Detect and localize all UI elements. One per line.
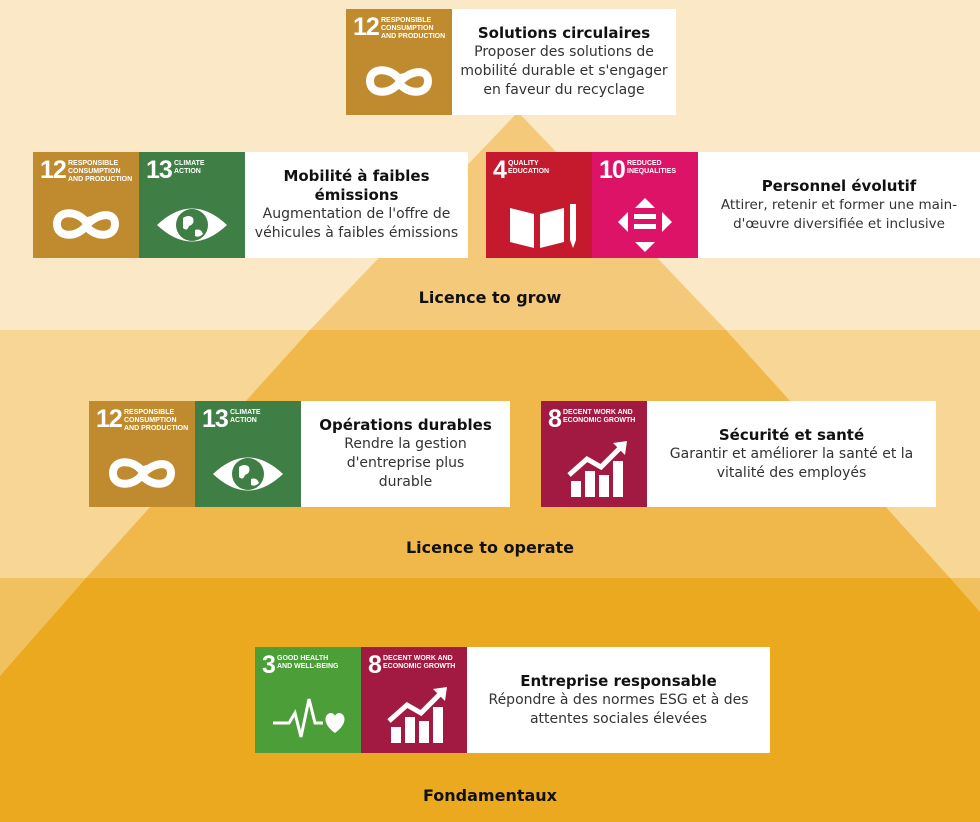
equality-arrows-icon bbox=[618, 198, 672, 252]
sdg-number: 8 bbox=[548, 405, 562, 433]
sdg-number: 13 bbox=[146, 156, 173, 184]
book-icon bbox=[510, 204, 576, 248]
card-title: Sécurité et santé bbox=[718, 425, 865, 444]
level-label-fondamentaux: Fondamentaux bbox=[423, 786, 557, 805]
sdg-number: 10 bbox=[599, 156, 626, 184]
infinity-icon bbox=[365, 66, 433, 96]
sdg-number: 12 bbox=[96, 405, 123, 433]
card-description: Proposer des solutions de mobilité durab… bbox=[460, 44, 668, 98]
card-description: Augmentation de l'offre de véhicules à f… bbox=[254, 206, 459, 241]
sdg-number: 12 bbox=[353, 13, 380, 41]
sdg-caption: RESPONSIBLE CONSUMPTION AND PRODUCTION bbox=[68, 160, 133, 183]
sdg-caption: CLIMATE ACTION bbox=[174, 160, 205, 175]
sdg-caption: GOOD HEALTH AND WELL-BEING bbox=[277, 655, 339, 670]
card-title: Entreprise responsable bbox=[520, 671, 717, 690]
sdg-number: 12 bbox=[40, 156, 67, 184]
card-title: Personnel évolutif bbox=[761, 176, 917, 195]
sdg-caption: DECENT WORK AND ECONOMIC GROWTH bbox=[563, 409, 636, 424]
card-title: Solutions circulaires bbox=[477, 24, 651, 42]
earth-eye-icon bbox=[213, 457, 283, 491]
sdg-caption: RESPONSIBLE CONSUMPTION AND PRODUCTION bbox=[124, 409, 189, 432]
card-description: Rendre la gestion d'entreprise plus dura… bbox=[344, 436, 467, 490]
card-description: Répondre à des normes ESG et à des atten… bbox=[488, 691, 749, 727]
level-label-operate: Licence to operate bbox=[405, 538, 574, 557]
infinity-icon bbox=[108, 458, 176, 488]
sdg-caption: CLIMATE ACTION bbox=[230, 409, 261, 424]
card-description: Attirer, retenir et former une main-d'œu… bbox=[720, 196, 958, 232]
card-title: Opérations durables bbox=[319, 416, 492, 434]
sdg-caption: REDUCED INEQUALITIES bbox=[627, 160, 677, 175]
card-description: Garantir et améliorer la santé et la vit… bbox=[669, 445, 914, 481]
sdg-number: 4 bbox=[493, 156, 507, 184]
earth-eye-icon bbox=[157, 208, 227, 242]
sdg-caption: RESPONSIBLE CONSUMPTION AND PRODUCTION bbox=[381, 17, 446, 40]
sdg-caption: DECENT WORK AND ECONOMIC GROWTH bbox=[383, 655, 456, 670]
card-title: Mobilité à faibles émissions bbox=[283, 167, 430, 204]
sdg-number: 3 bbox=[262, 651, 276, 679]
sdg-caption: QUALITY EDUCATION bbox=[508, 160, 550, 175]
sdg-number: 13 bbox=[202, 405, 229, 433]
growth-chart-icon bbox=[387, 687, 447, 743]
sdg-number: 8 bbox=[368, 651, 382, 679]
level-label-grow: Licence to grow bbox=[418, 288, 562, 307]
heartbeat-icon bbox=[273, 698, 345, 738]
growth-chart-icon bbox=[567, 441, 627, 497]
infinity-icon bbox=[52, 209, 120, 239]
